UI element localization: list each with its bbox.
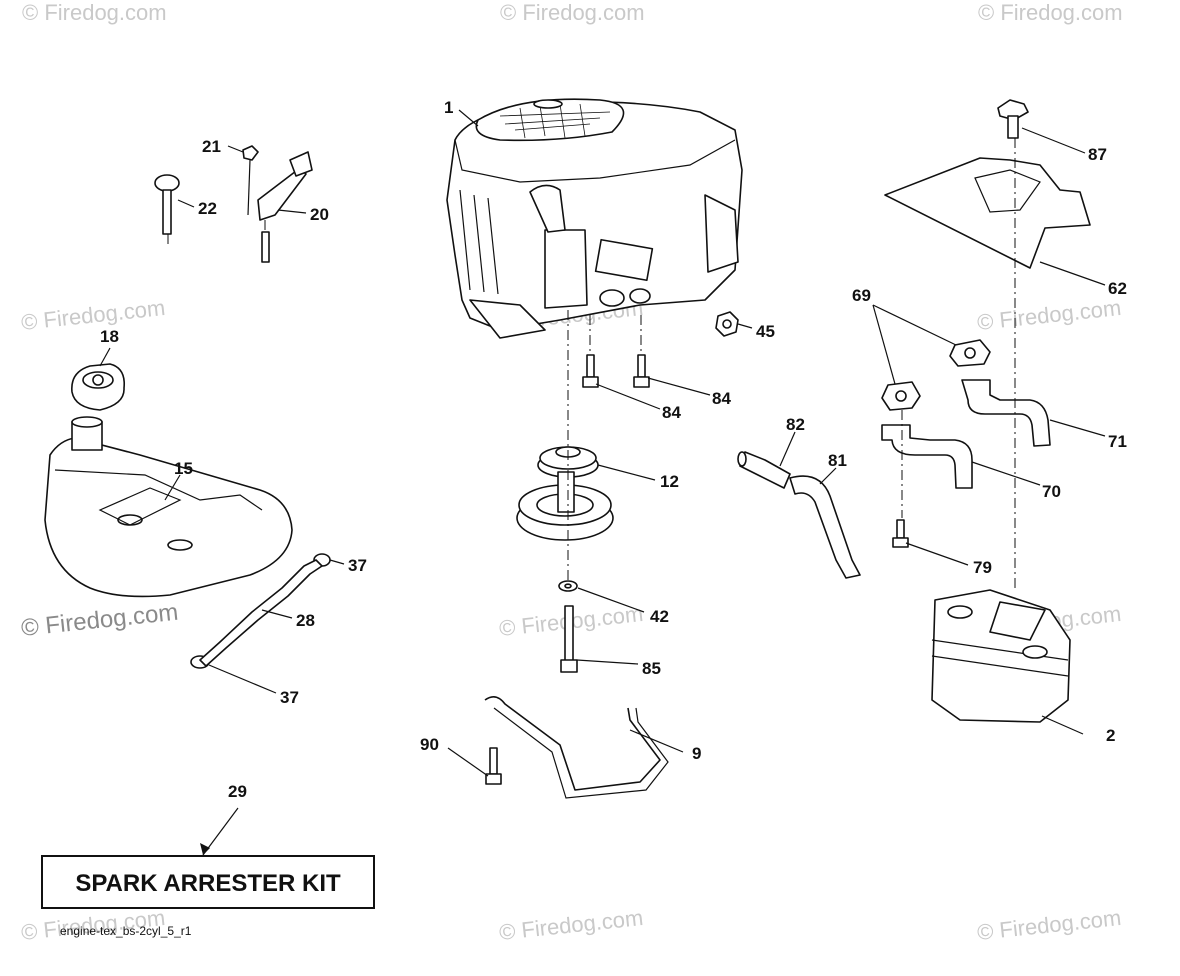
watermark: © Firedog.com xyxy=(976,905,1122,945)
nut-part xyxy=(715,311,739,337)
callout-20: 20 xyxy=(310,205,329,224)
watermark: © Firedog.com xyxy=(22,0,167,25)
watermark: © Firedog.com xyxy=(20,599,180,642)
callout-22: 22 xyxy=(198,199,217,218)
knob-part xyxy=(154,174,180,235)
callout-79: 79 xyxy=(973,558,992,577)
exhaust-pipe-part xyxy=(881,379,1051,489)
heat-shield-bolt-part xyxy=(997,99,1029,139)
callout-18: 18 xyxy=(100,327,119,346)
callout-87: 87 xyxy=(1088,145,1107,164)
assembly-lines xyxy=(167,138,1016,590)
long-bolt-part xyxy=(560,605,578,673)
callout-labels: 1 2 9 12 15 18 20 21 22 28 29 37 37 42 4… xyxy=(100,98,1127,801)
watermark: © Firedog.com xyxy=(978,0,1123,25)
callout-62: 62 xyxy=(1108,279,1127,298)
fuel-line-part xyxy=(199,559,323,667)
callout-69: 69 xyxy=(852,286,871,305)
watermark: © Firedog.com xyxy=(498,905,644,945)
gasket-part xyxy=(881,339,991,411)
small-bolt-part xyxy=(485,747,502,785)
callout-21: 21 xyxy=(202,137,221,156)
washer-part xyxy=(558,580,578,592)
fuel-filter-part xyxy=(737,451,791,489)
fuel-tank-part xyxy=(44,416,293,598)
callout-42: 42 xyxy=(650,607,669,626)
callout-1: 1 xyxy=(444,98,453,117)
leader-lines xyxy=(99,109,1106,856)
callout-85: 85 xyxy=(642,659,661,678)
rod-part xyxy=(484,696,669,799)
bolt-part xyxy=(582,354,650,388)
callout-84-left: 84 xyxy=(662,403,681,422)
heat-shield-part xyxy=(884,157,1091,269)
watermark: © Firedog.com xyxy=(20,295,166,335)
callout-15: 15 xyxy=(174,459,193,478)
callout-12: 12 xyxy=(660,472,679,491)
callout-29: 29 xyxy=(228,782,247,801)
pulley-part xyxy=(516,446,614,541)
callout-81: 81 xyxy=(828,451,847,470)
callout-28: 28 xyxy=(296,611,315,630)
throttle-control-part xyxy=(257,151,313,263)
callout-37-upper: 37 xyxy=(348,556,367,575)
fuel-hose-part xyxy=(789,475,861,579)
screw-part xyxy=(242,145,259,216)
watermark: © Firedog.com xyxy=(976,295,1122,335)
engine-part xyxy=(446,98,743,339)
exhaust-bolt-part xyxy=(892,519,909,548)
callout-71: 71 xyxy=(1108,432,1127,451)
callout-70: 70 xyxy=(1042,482,1061,501)
callout-37-lower: 37 xyxy=(280,688,299,707)
kit-label: SPARK ARRESTER KIT xyxy=(75,870,341,897)
muffler-part xyxy=(931,589,1071,723)
fuel-cap-part xyxy=(71,363,126,411)
callout-84-right: 84 xyxy=(712,389,731,408)
callout-45: 45 xyxy=(756,322,775,341)
callout-82: 82 xyxy=(786,415,805,434)
reference-code: engine-tex_bs-2cyl_5_r1 xyxy=(60,924,192,938)
watermark: © Firedog.com xyxy=(500,0,645,25)
callout-2: 2 xyxy=(1106,726,1115,745)
spark-arrester-kit-box: SPARK ARRESTER KIT xyxy=(41,855,375,909)
callout-9: 9 xyxy=(692,744,701,763)
callout-90: 90 xyxy=(420,735,439,754)
